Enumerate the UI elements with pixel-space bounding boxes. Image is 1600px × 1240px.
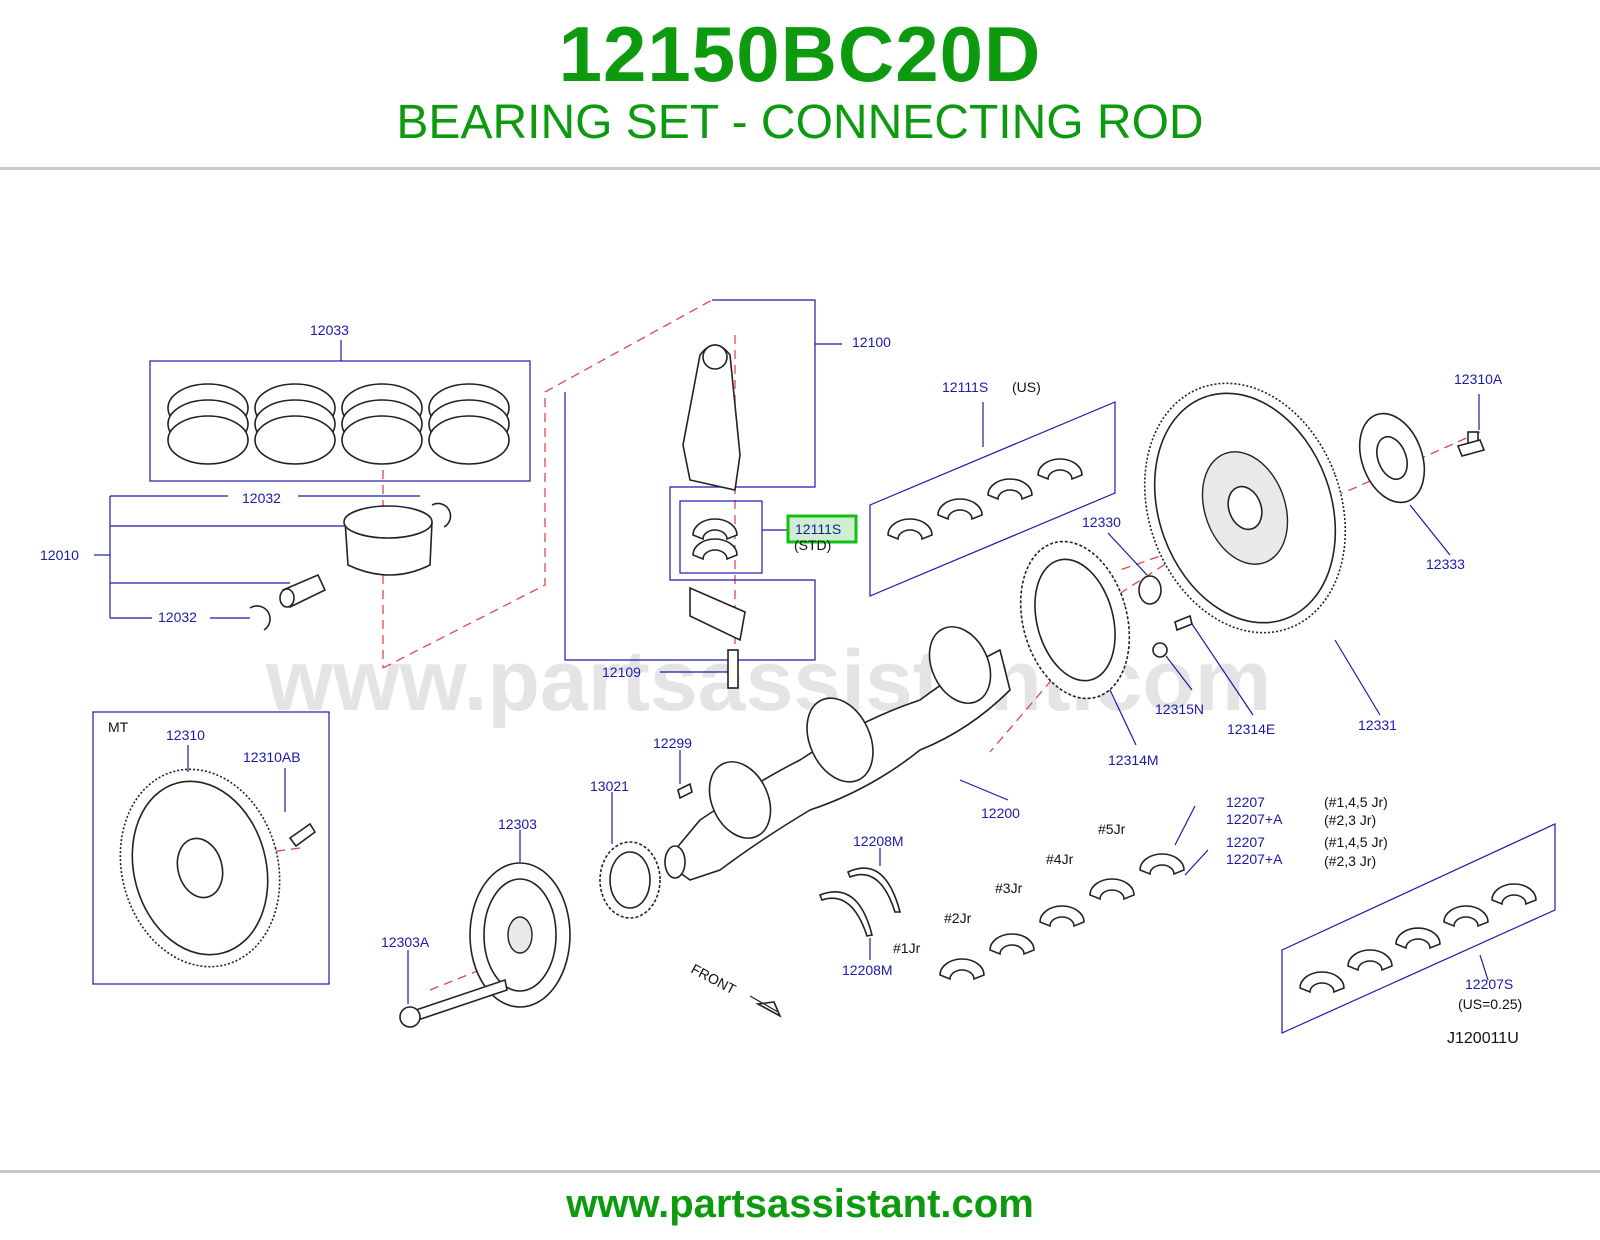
label-note-23-b: (#2,3 Jr) bbox=[1324, 853, 1376, 869]
woodruff-key[interactable] bbox=[677, 750, 693, 800]
label-12033[interactable]: 12033 bbox=[310, 322, 349, 338]
label-front: FRONT bbox=[689, 961, 739, 998]
label-12310ab[interactable]: 12310AB bbox=[243, 749, 301, 765]
drive-plate-bolt[interactable] bbox=[1456, 394, 1486, 457]
main-bearing-row[interactable] bbox=[939, 805, 1209, 981]
label-12032-bottom[interactable]: 12032 bbox=[158, 609, 197, 625]
label-12315n[interactable]: 12315N bbox=[1155, 701, 1204, 717]
label-note-145-b: (#1,4,5 Jr) bbox=[1324, 834, 1388, 850]
label-12100[interactable]: 12100 bbox=[852, 334, 891, 350]
main-bearing-us-set[interactable] bbox=[1281, 823, 1556, 1034]
label-12207-a[interactable]: 12207 bbox=[1226, 794, 1265, 810]
label-jr1: #1Jr bbox=[893, 940, 921, 956]
crankshaft-sprocket[interactable] bbox=[599, 792, 661, 919]
label-12109[interactable]: 12109 bbox=[602, 664, 641, 680]
label-us-025: (US=0.25) bbox=[1458, 996, 1522, 1012]
label-12299[interactable]: 12299 bbox=[653, 735, 692, 751]
diagram-code: J120011U bbox=[1447, 1030, 1519, 1047]
part-number-title: 12150BC20D bbox=[558, 10, 1042, 98]
label-12333[interactable]: 12333 bbox=[1426, 556, 1465, 572]
label-jr3: #3Jr bbox=[995, 880, 1023, 896]
piston-ring-set[interactable] bbox=[149, 340, 531, 482]
label-std: (STD) bbox=[794, 537, 831, 553]
label-12111s-std[interactable]: 12111S bbox=[795, 521, 841, 537]
label-12330[interactable]: 12330 bbox=[1082, 514, 1121, 530]
footer-website-link[interactable]: www.partsassistant.com bbox=[566, 1182, 1034, 1226]
label-12208m-top[interactable]: 12208M bbox=[853, 833, 904, 849]
label-12314e[interactable]: 12314E bbox=[1227, 721, 1275, 737]
pulley-bolt[interactable] bbox=[399, 950, 508, 1028]
label-12314m[interactable]: 12314M bbox=[1108, 752, 1159, 768]
label-12207a-a[interactable]: 12207+A bbox=[1226, 811, 1283, 827]
label-13021[interactable]: 13021 bbox=[590, 778, 629, 794]
label-mt: MT bbox=[108, 719, 129, 735]
label-jr2: #2Jr bbox=[944, 910, 972, 926]
label-note-23-a: (#2,3 Jr) bbox=[1324, 812, 1376, 828]
label-12208m-bottom[interactable]: 12208M bbox=[842, 962, 893, 978]
dowel-pin[interactable] bbox=[1174, 614, 1254, 716]
label-12207a-b[interactable]: 12207+A bbox=[1226, 851, 1283, 867]
conrod-bearing-us-set[interactable] bbox=[869, 401, 1116, 597]
thrust-bearing-lower[interactable] bbox=[818, 891, 873, 960]
label-12200[interactable]: 12200 bbox=[981, 805, 1020, 821]
crankshaft-pulley[interactable] bbox=[469, 830, 571, 1008]
header-divider bbox=[0, 167, 1600, 170]
signal-plate[interactable] bbox=[1004, 529, 1146, 746]
rear-oil-seal[interactable] bbox=[1107, 532, 1162, 605]
conrod-bearing-std[interactable] bbox=[679, 500, 788, 574]
drive-plate[interactable] bbox=[1111, 355, 1381, 716]
label-us: (US) bbox=[1012, 379, 1041, 395]
front-arrow-icon bbox=[749, 995, 782, 1018]
label-12303[interactable]: 12303 bbox=[498, 816, 537, 832]
label-12111s-us[interactable]: 12111S bbox=[942, 379, 988, 395]
crankshaft[interactable] bbox=[663, 617, 1011, 881]
mt-flywheel-box[interactable] bbox=[92, 711, 330, 985]
label-note-145-a: (#1,4,5 Jr) bbox=[1324, 794, 1388, 810]
part-name-subtitle: BEARING SET - CONNECTING ROD bbox=[396, 96, 1204, 149]
reinforcement-plate[interactable] bbox=[1348, 405, 1451, 556]
label-12303a[interactable]: 12303A bbox=[381, 934, 430, 950]
label-12310a[interactable]: 12310A bbox=[1454, 371, 1503, 387]
label-jr5: #5Jr bbox=[1098, 821, 1126, 837]
label-12032-top[interactable]: 12032 bbox=[242, 490, 281, 506]
page-header: 12150BC20D BEARING SET - CONNECTING ROD bbox=[0, 0, 1600, 170]
label-12010[interactable]: 12010 bbox=[40, 547, 79, 563]
connecting-rod-assembly[interactable] bbox=[564, 299, 842, 689]
label-12207-b[interactable]: 12207 bbox=[1226, 834, 1265, 850]
thrust-bearing-upper[interactable] bbox=[846, 848, 902, 913]
label-12331[interactable]: 12331 bbox=[1358, 717, 1397, 733]
label-12310[interactable]: 12310 bbox=[166, 727, 205, 743]
label-12207s[interactable]: 12207S bbox=[1465, 976, 1513, 992]
highlight-box-12111s[interactable] bbox=[786, 514, 858, 544]
piston-assembly[interactable] bbox=[94, 495, 452, 631]
footer-divider bbox=[0, 1170, 1600, 1173]
label-jr4: #4Jr bbox=[1046, 851, 1074, 867]
crank-pilot-bushing[interactable] bbox=[1152, 642, 1193, 691]
